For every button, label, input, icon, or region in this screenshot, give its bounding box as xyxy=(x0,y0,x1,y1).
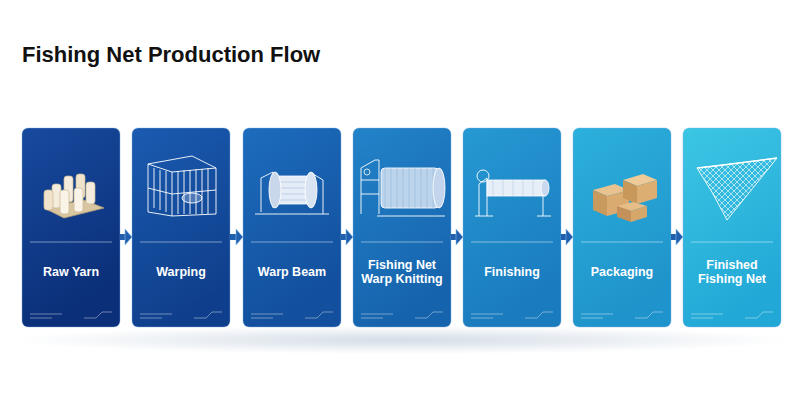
divider-line xyxy=(361,242,443,243)
card-fill xyxy=(132,128,230,327)
process-card: Finished Fishing Net xyxy=(683,128,781,327)
yarn-icon xyxy=(44,174,104,218)
arrow-shaft xyxy=(120,234,125,240)
arrow-shaft xyxy=(341,234,346,240)
card-fill xyxy=(353,128,451,327)
card-trim xyxy=(251,312,333,318)
arrow-head xyxy=(236,229,243,245)
step-label: Raw Yarn xyxy=(43,265,99,279)
card-trim xyxy=(30,312,112,318)
divider-line xyxy=(691,242,773,243)
arrow-shaft xyxy=(671,234,676,240)
card-trim xyxy=(471,312,553,318)
arrow-shaft xyxy=(230,234,236,240)
label-area: Warp Beam xyxy=(247,246,337,298)
fishing-net-icon xyxy=(697,158,777,220)
process-card: Warping xyxy=(132,128,230,327)
card-trim xyxy=(140,312,222,318)
flow-arrow xyxy=(451,229,463,245)
card-trim xyxy=(691,312,773,318)
process-card: Raw Yarn xyxy=(22,128,120,327)
divider-line xyxy=(251,242,333,243)
divider-line xyxy=(471,242,553,243)
label-area: Finishing xyxy=(467,246,557,298)
flow-arrow xyxy=(120,229,132,245)
arrow-head xyxy=(125,229,132,245)
card-trim xyxy=(581,312,663,318)
label-area: Finished Fishing Net xyxy=(687,246,777,298)
card-decoration xyxy=(30,242,773,318)
step-label: Finished Fishing Net xyxy=(687,258,777,287)
divider-line xyxy=(140,242,222,243)
card-fills xyxy=(22,128,781,327)
label-area: Packaging xyxy=(577,246,667,298)
process-card: Warp Beam xyxy=(243,128,341,327)
flow-arrow xyxy=(671,229,683,245)
arrow-shaft xyxy=(561,234,566,240)
finishing-roller-icon xyxy=(475,170,551,216)
card-fill xyxy=(463,128,561,327)
card-fill xyxy=(22,128,120,327)
floor-shadow xyxy=(12,326,792,354)
knitting-machine-icon xyxy=(361,160,445,216)
boxes-icon xyxy=(593,174,657,222)
arrow-head xyxy=(566,229,573,245)
step-label: Warp Beam xyxy=(258,265,326,279)
flow-arrow xyxy=(561,229,573,245)
flow-arrow xyxy=(341,229,353,245)
label-area: Fishing Net Warp Knitting xyxy=(357,246,447,298)
divider-line xyxy=(30,242,112,243)
card-fill xyxy=(683,128,781,327)
warp-beam-icon xyxy=(255,172,329,214)
warping-machine-icon xyxy=(148,156,216,216)
diagram-title: Fishing Net Production Flow xyxy=(22,42,320,68)
divider-line xyxy=(581,242,663,243)
icons xyxy=(44,156,777,222)
label-area: Warping xyxy=(136,246,226,298)
arrow-shaft xyxy=(451,234,456,240)
process-card: Fishing Net Warp Knitting xyxy=(353,128,451,327)
step-label: Packaging xyxy=(591,265,654,279)
flow-arrow xyxy=(230,229,243,245)
process-card: Packaging xyxy=(573,128,671,327)
step-label: Finishing xyxy=(484,265,540,279)
card-trim xyxy=(361,312,443,318)
label-area: Raw Yarn xyxy=(26,246,116,298)
card-fill xyxy=(573,128,671,327)
arrow-head xyxy=(456,229,463,245)
arrow-head xyxy=(676,229,683,245)
step-label: Fishing Net Warp Knitting xyxy=(357,258,447,287)
step-label: Warping xyxy=(156,265,206,279)
arrow-head xyxy=(346,229,353,245)
card-fill xyxy=(243,128,341,327)
process-card: Finishing xyxy=(463,128,561,327)
